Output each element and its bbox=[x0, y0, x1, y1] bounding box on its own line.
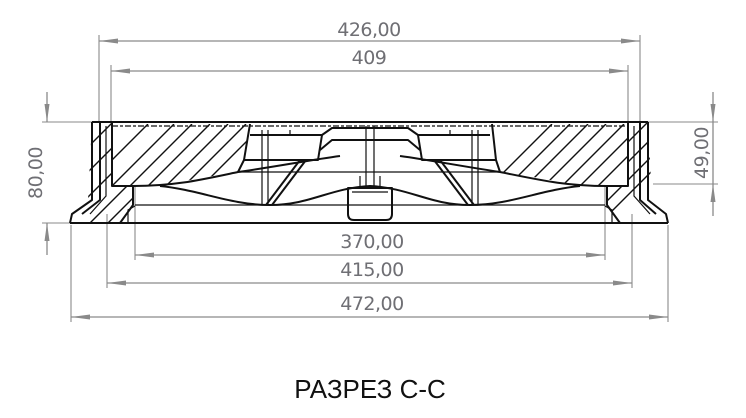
section-part bbox=[69, 121, 669, 224]
dimension-top-inner: 409 bbox=[110, 47, 629, 122]
dimension-cover-height: 49,00 bbox=[648, 92, 718, 216]
cover-ribs bbox=[132, 126, 608, 221]
dimension-label-49: 49,00 bbox=[691, 127, 713, 179]
dimension-top-outer: 426,00 bbox=[98, 19, 641, 122]
left-frame bbox=[69, 122, 136, 224]
section-title: РАЗРЕЗ С-С bbox=[294, 374, 446, 404]
dimension-label-80: 80,00 bbox=[25, 147, 47, 199]
dimension-label-426: 426,00 bbox=[337, 19, 400, 41]
dimension-total-height: 80,00 bbox=[25, 92, 100, 255]
dimension-bottom-mid: 415,00 bbox=[106, 214, 633, 288]
dimension-label-415: 415,00 bbox=[340, 259, 403, 281]
dimension-label-472: 472,00 bbox=[340, 293, 403, 315]
dimension-bottom-outer: 472,00 bbox=[70, 225, 669, 322]
left-cover-section bbox=[111, 123, 251, 187]
dimension-label-370: 370,00 bbox=[340, 231, 403, 253]
dimension-bottom-inner: 370,00 bbox=[134, 186, 606, 260]
dimension-label-409: 409 bbox=[352, 47, 387, 69]
